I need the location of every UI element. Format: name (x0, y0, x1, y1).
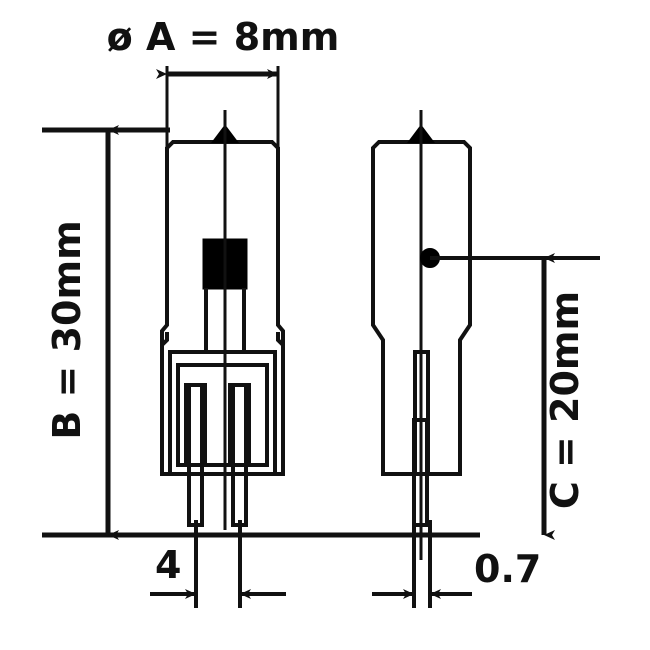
side-view-group (371, 110, 472, 560)
front-base-top-right (276, 332, 285, 347)
front-press-seal-outline (176, 363, 269, 467)
front-base-outline (160, 345, 285, 476)
pin-diameter-label: 0.7 (474, 547, 541, 591)
pin-left-sleeve (184, 383, 207, 467)
front-base-top-left (160, 332, 169, 347)
diameter-a-label: ø A = 8mm (107, 15, 340, 59)
pin-right-outline (231, 383, 248, 527)
pin-left-outline (187, 383, 204, 527)
dimension-labels-group: ø A = 8mm B = 30mm C = 20mm 4 0.7 (45, 15, 587, 591)
pin-spacing-label: 4 (155, 543, 181, 587)
front-view-group (160, 110, 285, 530)
pin-right-sleeve (228, 383, 251, 467)
side-pin-outline (412, 418, 429, 527)
height-c-label: C = 20mm (543, 291, 587, 509)
dimension-lines-group (42, 66, 600, 608)
height-b-label: B = 30mm (45, 220, 89, 439)
front-envelope-outline (160, 140, 285, 476)
